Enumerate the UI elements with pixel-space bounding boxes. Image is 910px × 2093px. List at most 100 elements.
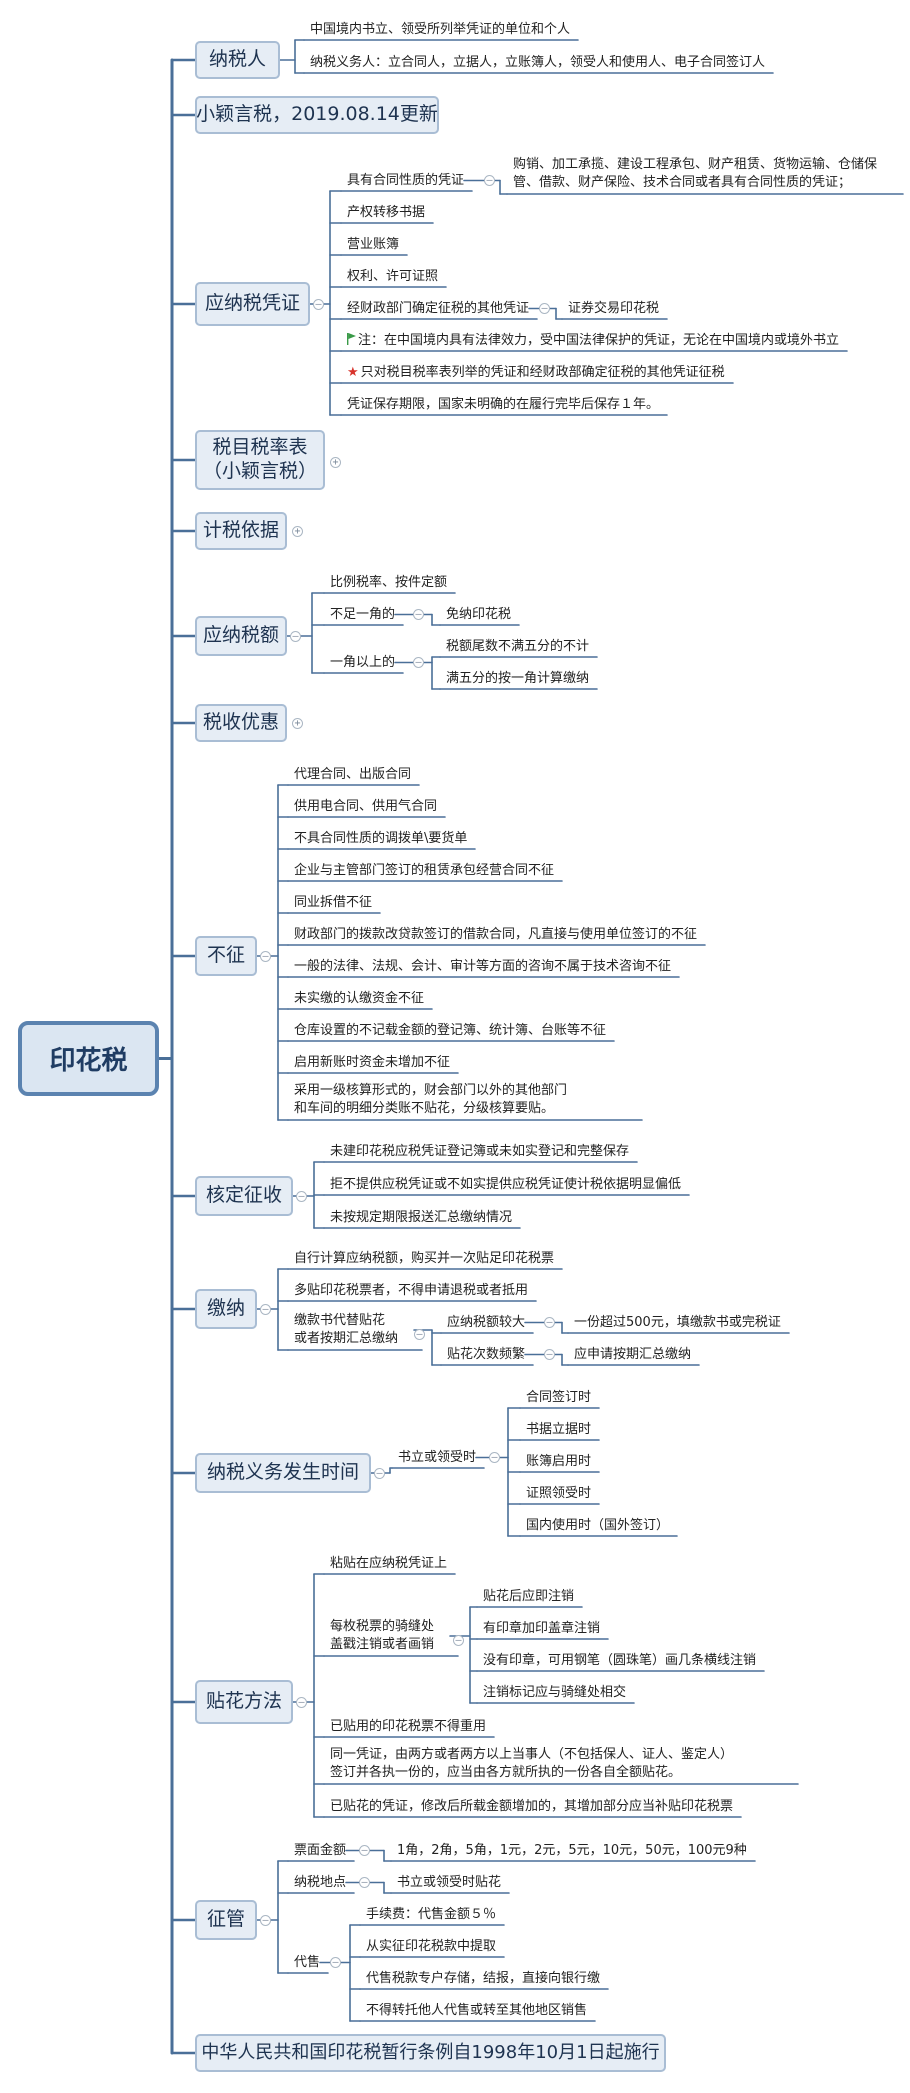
voucher-star-note[interactable]: ★只对税目税率表列举的凭证和经财政部确定征税的其他凭证征税 <box>347 364 725 381</box>
topic-rate-table[interactable]: 税目税率表 （小颖言税） <box>195 430 325 490</box>
collapse-marker-when[interactable]: – <box>489 1452 500 1463</box>
obligation-item-5[interactable]: 国内使用时（国外签订） <box>526 1518 670 1533</box>
topic-payment[interactable]: 缴纳 <box>195 1289 257 1329</box>
collapse-marker-admin[interactable]: – <box>260 1915 271 1926</box>
admin-place[interactable]: 纳税地点 <box>294 1875 347 1890</box>
collapse-marker-stamp[interactable]: – <box>296 1697 307 1708</box>
collapse-marker-obligation[interactable]: – <box>374 1468 385 1479</box>
collapse-marker-place[interactable]: – <box>359 1877 370 1888</box>
exempt-item-8[interactable]: 未实缴的认缴资金不征 <box>294 991 425 1006</box>
admin-agent-item-2[interactable]: 从实征印花税款中提取 <box>366 1939 497 1954</box>
topic-admin[interactable]: 征管 <box>195 1900 257 1940</box>
collapse-marker-assessment[interactable]: – <box>296 1191 307 1202</box>
payment-refund[interactable]: 多贴印花税票者，不得申请退税或者抵用 <box>294 1283 529 1298</box>
topic-law[interactable]: 中华人民共和国印花税暂行条例自1998年10月1日起施行 <box>195 2034 666 2072</box>
topic-exempt[interactable]: 不征 <box>195 936 257 976</box>
admin-agent-item-4[interactable]: 不得转托他人代售或转至其他地区销售 <box>366 2003 588 2018</box>
assessment-item-1[interactable]: 未建印花税应税凭证登记簿或未如实登记和完整保存 <box>330 1144 630 1159</box>
payment-large[interactable]: 应纳税额较大 <box>447 1315 526 1330</box>
stamp-multi[interactable]: 同一凭证，由两方或者两方以上当事人（不包括保人、证人、鉴定人） 签订并各执一份的… <box>330 1746 790 1782</box>
obligation-when[interactable]: 书立或领受时 <box>398 1450 477 1465</box>
payment-frequent[interactable]: 贴花次数频繁 <box>447 1347 526 1362</box>
amount-rate[interactable]: 比例税率、按件定额 <box>330 575 448 590</box>
exempt-item-3[interactable]: 不具合同性质的调拨单\要货单 <box>294 831 468 846</box>
exempt-item-9[interactable]: 仓库设置的不记载金额的登记簿、统计簿、台账等不征 <box>294 1023 607 1038</box>
assessment-item-2[interactable]: 拒不提供应税凭证或不如实提供应税凭证使计税依据明显偏低 <box>330 1177 682 1192</box>
stamp-seam-item-4[interactable]: 注销标记应与骑缝处相交 <box>483 1685 627 1700</box>
topic-vouchers[interactable]: 应纳税凭证 <box>195 282 310 326</box>
amount-under-detail[interactable]: 免纳印花税 <box>446 607 512 622</box>
collapse-marker-under[interactable]: – <box>413 609 424 620</box>
voucher-item-3[interactable]: 权利、许可证照 <box>347 269 439 284</box>
admin-place-detail[interactable]: 书立或领受时贴花 <box>397 1875 502 1890</box>
topic-taxpayer[interactable]: 纳税人 <box>195 41 280 79</box>
stamp-seam-item-1[interactable]: 贴花后应即注销 <box>483 1589 575 1604</box>
collapse-marker-other[interactable]: – <box>539 303 550 314</box>
exempt-item-10[interactable]: 启用新账时资金未增加不征 <box>294 1055 451 1070</box>
amount-over[interactable]: 一角以上的 <box>330 655 396 670</box>
obligation-item-1[interactable]: 合同签订时 <box>526 1390 592 1405</box>
voucher-contract-detail[interactable]: 购销、加工承揽、建设工程承包、财产租赁、货物运输、仓储保管、借款、财产保险、技术… <box>513 157 878 190</box>
exempt-item-7[interactable]: 一般的法律、法规、会计、审计等方面的咨询不属于技术咨询不征 <box>294 959 672 974</box>
root-topic[interactable]: 印花税 <box>18 1021 159 1096</box>
topic-basis[interactable]: 计税依据 <box>195 512 287 550</box>
taxpayer-item-2[interactable]: 纳税义务人：立合同人，立据人，立账簿人，领受人和使用人、电子合同签订人 <box>310 55 766 70</box>
collapse-marker-over[interactable]: – <box>413 657 424 668</box>
collapse-marker-exempt[interactable]: – <box>260 951 271 962</box>
collapse-marker-large[interactable]: – <box>544 1317 555 1328</box>
collapse-marker-payment[interactable]: – <box>260 1304 271 1315</box>
voucher-other[interactable]: 经财政部门确定征税的其他凭证 <box>347 301 530 316</box>
collapse-marker-amount[interactable]: – <box>290 631 301 642</box>
expand-marker-preference[interactable]: + <box>292 718 303 729</box>
collapse-marker-vouchers[interactable]: – <box>313 299 324 310</box>
stamp-seam[interactable]: 每枚税票的骑缝处 盖戳注销或者画销 <box>330 1618 450 1654</box>
exempt-item-6[interactable]: 财政部门的拨款改贷款签订的借款合同，凡直接与使用单位签订的不征 <box>294 927 698 942</box>
topic-update[interactable]: 小颖言税，2019.08.14更新 <box>195 96 439 134</box>
exempt-item-5[interactable]: 同业拆借不征 <box>294 895 373 910</box>
stamp-seam-item-3[interactable]: 没有印章，可用钢笔（圆珠笔）画几条横线注销 <box>483 1653 757 1668</box>
topic-assessment[interactable]: 核定征收 <box>195 1176 293 1216</box>
exempt-item-2[interactable]: 供用电合同、供用气合同 <box>294 799 438 814</box>
stamp-paste[interactable]: 粘贴在应纳税凭证上 <box>330 1556 448 1571</box>
admin-denom[interactable]: 票面金额 <box>294 1843 347 1858</box>
stamp-modified[interactable]: 已贴花的凭证，修改后所载金额增加的，其增加部分应当补贴印花税票 <box>330 1799 734 1814</box>
obligation-item-4[interactable]: 证照领受时 <box>526 1486 592 1501</box>
expand-marker-basis[interactable]: + <box>292 526 303 537</box>
payment-self[interactable]: 自行计算应纳税额，购买并一次贴足印花税票 <box>294 1251 555 1266</box>
payment-frequent-detail[interactable]: 应申请按期汇总缴纳 <box>574 1347 692 1362</box>
collapse-marker-seam[interactable]: – <box>453 1635 464 1646</box>
stamp-seam-item-2[interactable]: 有印章加印盖章注销 <box>483 1621 601 1636</box>
obligation-item-3[interactable]: 账簿启用时 <box>526 1454 592 1469</box>
exempt-item-11[interactable]: 采用一级核算形式的，财会部门以外的其他部门 和车间的明细分类账不贴花，分级核算要… <box>294 1082 634 1118</box>
topic-amount[interactable]: 应纳税额 <box>195 616 287 656</box>
collapse-marker-alt[interactable]: – <box>414 1329 425 1340</box>
voucher-contract[interactable]: 具有合同性质的凭证 <box>347 173 465 188</box>
voucher-keep[interactable]: 凭证保存期限，国家未明确的在履行完毕后保存１年。 <box>347 397 660 412</box>
voucher-item-1[interactable]: 产权转移书据 <box>347 205 426 220</box>
stamp-reuse[interactable]: 已贴用的印花税票不得重用 <box>330 1719 487 1734</box>
topic-preference[interactable]: 税收优惠 <box>195 704 287 742</box>
assessment-item-3[interactable]: 未按规定期限报送汇总缴纳情况 <box>330 1210 513 1225</box>
admin-agent-item-1[interactable]: 手续费：代售金额５％ <box>366 1907 497 1922</box>
obligation-item-2[interactable]: 书据立据时 <box>526 1422 592 1437</box>
exempt-item-4[interactable]: 企业与主管部门签订的租赁承包经营合同不征 <box>294 863 555 878</box>
amount-under[interactable]: 不足一角的 <box>330 607 396 622</box>
collapse-marker-agent[interactable]: – <box>330 1957 341 1968</box>
payment-alt[interactable]: 缴款书代替贴花 或者按期汇总缴纳 <box>294 1312 414 1348</box>
voucher-item-2[interactable]: 营业账簿 <box>347 237 400 252</box>
admin-denom-detail[interactable]: 1角，2角，5角，1元，2元，5元，10元，50元，100元9种 <box>397 1843 747 1858</box>
voucher-other-detail[interactable]: 证券交易印花税 <box>568 301 660 316</box>
amount-over-item-2[interactable]: 满五分的按一角计算缴纳 <box>446 671 590 686</box>
amount-over-item-1[interactable]: 税额尾数不满五分的不计 <box>446 639 590 654</box>
collapse-marker-denom[interactable]: – <box>359 1845 370 1856</box>
topic-stamp-method[interactable]: 贴花方法 <box>195 1680 293 1724</box>
topic-obligation-time[interactable]: 纳税义务发生时间 <box>195 1453 371 1493</box>
taxpayer-item-1[interactable]: 中国境内书立、领受所列举凭证的单位和个人 <box>310 22 571 37</box>
expand-marker-rate-table[interactable]: + <box>330 457 341 468</box>
admin-agent-item-3[interactable]: 代售税款专户存储，结报，直接向银行缴 <box>366 1971 601 1986</box>
voucher-note[interactable]: 注：在中国境内具有法律效力，受中国法律保护的凭证，无论在中国境内或境外书立 <box>347 332 839 349</box>
admin-agent[interactable]: 代售 <box>294 1955 321 1970</box>
collapse-marker-contract[interactable]: – <box>484 175 495 186</box>
exempt-item-1[interactable]: 代理合同、出版合同 <box>294 767 412 782</box>
collapse-marker-frequent[interactable]: – <box>544 1349 555 1360</box>
